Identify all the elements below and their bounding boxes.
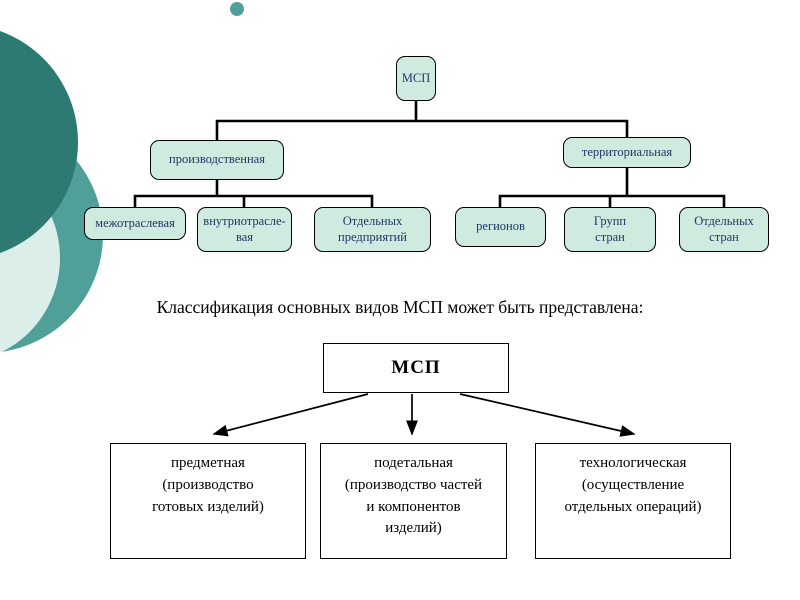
node-msp-bottom-root: МСП xyxy=(323,343,509,393)
arrow-right xyxy=(459,393,636,437)
node-predmetnaya: предметная (производство готовых изделий… xyxy=(110,443,306,559)
node-otdelnyh-stran: Отдельных стран xyxy=(679,207,769,252)
decor-dot xyxy=(230,2,244,16)
arrow-left xyxy=(212,393,369,437)
node-otdelnyh-predpriyatiy: Отдельных предприятий xyxy=(314,207,431,252)
node-msp-root: МСП xyxy=(396,56,436,101)
node-regionov: регионов xyxy=(455,207,546,247)
node-proizvodstvennaya: производственная xyxy=(150,140,284,180)
node-tehnologicheskaya: технологическая (осуществление отдельных… xyxy=(535,443,731,559)
caption-text: Классификация основных видов МСП может б… xyxy=(156,297,644,317)
node-mezhotraslevaya: межотраслевая xyxy=(84,207,186,240)
node-territorialnaya: территориальная xyxy=(563,137,691,168)
node-podetalnaya: подетальная (производство частей и компо… xyxy=(320,443,507,559)
node-vnutriotraslevaya: внутриотрасле- вая xyxy=(197,207,292,252)
node-grupp-stran: Групп стран xyxy=(564,207,656,252)
